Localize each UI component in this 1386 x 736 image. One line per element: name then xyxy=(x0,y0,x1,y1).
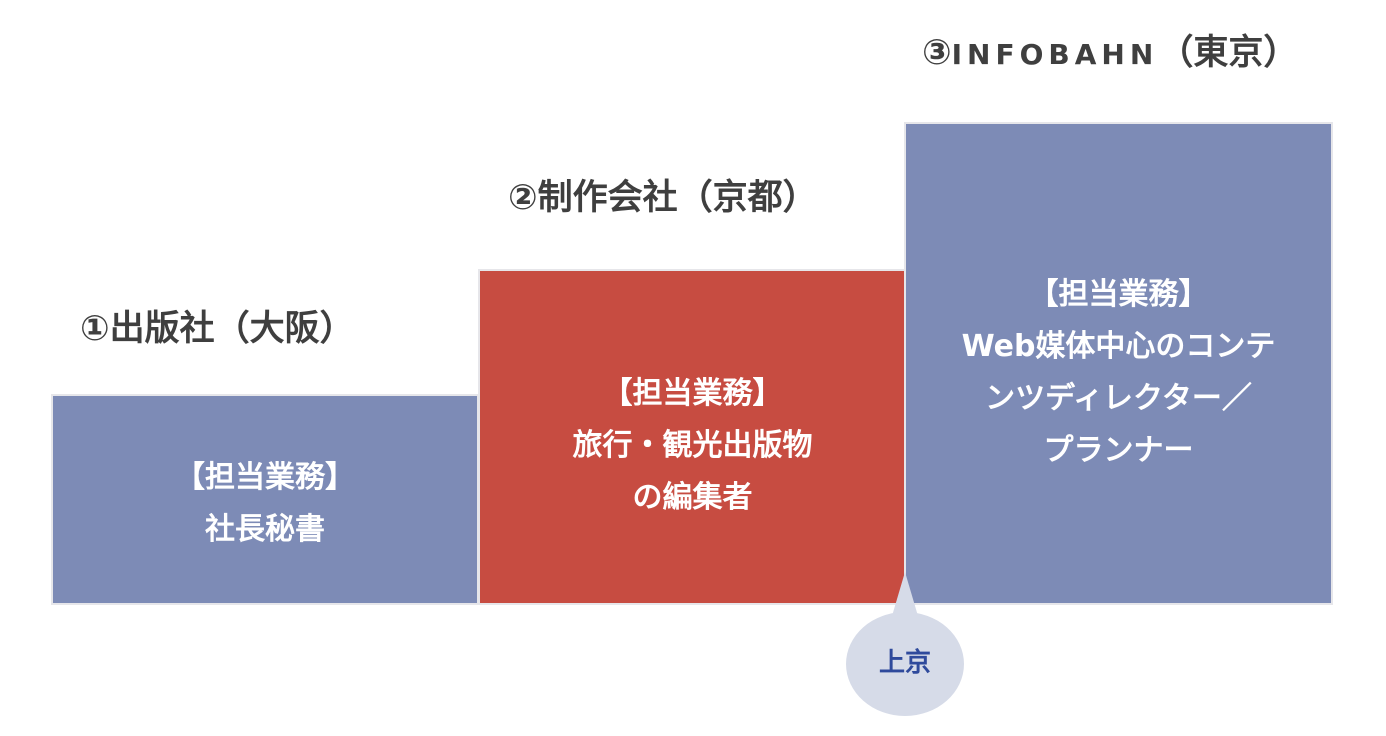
stage-2-title: ②制作会社（京都） xyxy=(508,178,818,218)
stage-3-title-suffix: （東京） xyxy=(1158,33,1299,73)
stage-1-role-heading: 【担当業務】 xyxy=(175,459,355,495)
stage-3-block: 【担当業務】 Web媒体中心のコンテ ンツディレクター／ プランナー xyxy=(904,122,1333,605)
stage-2-role-line: 旅行・観光出版物 xyxy=(572,428,813,463)
stage-1-block: 【担当業務】 社長秘書 xyxy=(51,394,479,605)
stage-2-role-heading: 【担当業務】 xyxy=(602,376,783,411)
stage-3-role-line: ンツディレクター／ xyxy=(985,381,1252,416)
stage-3-title-company: INFOBAHN xyxy=(951,38,1159,71)
stage-3-role-heading: 【担当業務】 xyxy=(1028,277,1209,312)
stage-2-role-line: の編集者 xyxy=(632,480,753,515)
stage-3-title: ③INFOBAHN（東京） xyxy=(922,36,1298,71)
stage-1-title: ①出版社（大阪） xyxy=(80,309,355,349)
stage-3-title-prefix: ③ xyxy=(922,33,952,73)
stage-3-role-line: Web媒体中心のコンテ xyxy=(961,329,1276,364)
stage-3-role-line: プランナー xyxy=(1043,433,1194,468)
stage-2-block: 【担当業務】 旅行・観光出版物 の編集者 xyxy=(478,269,907,605)
transition-bubble: 上京 xyxy=(842,570,968,720)
speech-bubble-icon xyxy=(846,572,964,716)
stage-1-role-line: 社長秘書 xyxy=(205,511,325,547)
transition-bubble-label: 上京 xyxy=(878,648,931,678)
